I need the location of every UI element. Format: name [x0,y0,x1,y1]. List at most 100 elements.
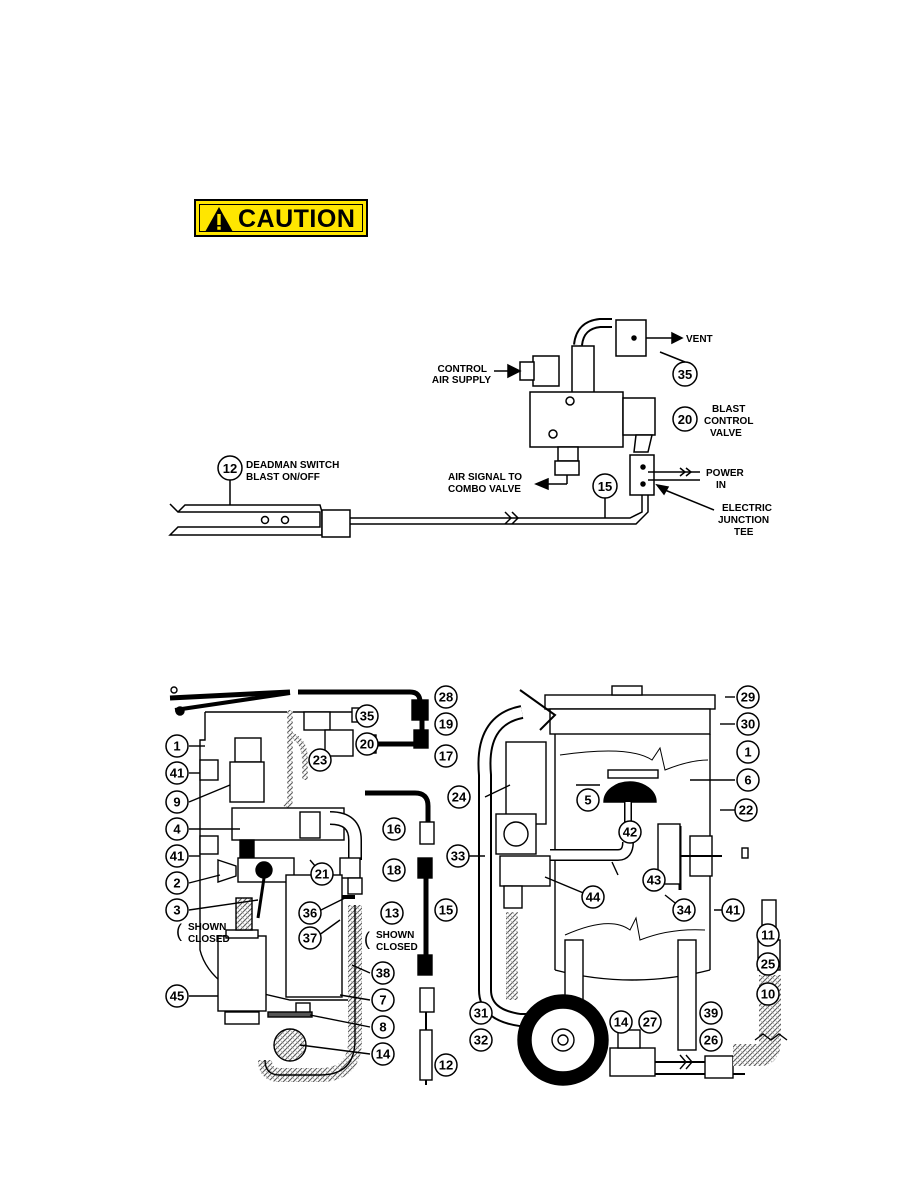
vent-label: VENT [686,334,713,345]
callout-number: 12 [439,1058,453,1073]
callout-number: 45 [170,989,184,1004]
callout-number: 22 [739,803,753,818]
callout-circle [446,844,470,868]
air-signal-label-2: COMBO VALVE [448,484,521,495]
callout-circle [736,712,760,736]
callout-number: 19 [439,717,453,732]
callout-circle [609,1010,633,1034]
callout-number: 15 [439,903,453,918]
shown-closed-label-1: SHOWN [188,922,226,933]
callout-circle [355,732,379,756]
callout-number: 14 [376,1047,391,1062]
callout-circle [382,817,406,841]
callout-circle [638,1010,662,1034]
callout-number: 17 [439,749,453,764]
blast-control-diagram: 35 20 12 15 VENT CONTROL AIR SUPPLY BLAS… [168,318,772,538]
blast-control-label-1: BLAST [712,404,745,415]
callout-group: 1419441234535202321133637387814281917161… [165,685,780,1077]
callout-number: 32 [474,1033,488,1048]
callout-number: 44 [586,890,601,905]
callout-circle [308,748,332,772]
deadman-label-2: BLAST ON/OFF [246,472,320,483]
callout-number: 25 [761,957,775,972]
callout-circle [672,898,696,922]
air-signal-label-1: AIR SIGNAL TO [448,472,522,483]
callout-number: 23 [313,753,327,768]
callout-circle [380,901,404,925]
callout-circle [298,901,322,925]
callout-number: 20 [360,737,374,752]
callout-20: 20 [678,412,692,427]
callout-15: 15 [598,479,612,494]
callout-number: 41 [170,766,184,781]
callout-circle [382,858,406,882]
callout-number: 5 [584,793,591,808]
callout-number: 14 [614,1015,629,1030]
callout-number: 18 [387,863,401,878]
paren-open: ( [176,921,182,941]
callout-number: 11 [761,928,775,943]
blast-control-label-3: VALVE [710,428,742,439]
callout-number: 41 [726,903,740,918]
callout-circle [310,862,334,886]
callout-number: 29 [741,690,755,705]
callout-circle [736,768,760,792]
callout-circle [165,984,189,1008]
blast-control-label-2: CONTROL [704,416,753,427]
callout-circle [371,961,395,985]
callout-number: 27 [643,1015,657,1030]
callout-circle [756,952,780,976]
callout-number: 31 [474,1006,488,1021]
callout-12: 12 [223,461,237,476]
callout-circle [165,761,189,785]
callout-circle [371,1042,395,1066]
caution-sign-border [199,204,363,232]
callout-circle [736,740,760,764]
callout-number: 1 [173,739,180,754]
callout-number: 38 [376,966,390,981]
shown-closed-label-4: CLOSED [376,942,418,953]
paren-open-2: ( [364,929,370,949]
callout-circle [699,1001,723,1025]
callout-number: 35 [360,709,374,724]
callout-circle [434,712,458,736]
callout-number: 37 [303,931,317,946]
callout-number: 24 [452,790,467,805]
callout-number: 21 [315,867,329,882]
junction-label-3: TEE [734,527,754,538]
warning-triangle-icon [205,207,233,232]
junction-label-2: JUNCTION [718,515,769,526]
callout-circle [734,798,758,822]
callout-circle [469,1028,493,1052]
control-air-label-2: AIR SUPPLY [432,375,491,386]
callout-number: 39 [704,1006,718,1021]
callout-number: 4 [173,822,181,837]
callout-number: 16 [387,822,401,837]
caution-sign: CAUTION [194,199,368,237]
callout-circle [576,788,600,812]
callout-number: 26 [704,1033,718,1048]
callout-circle [434,898,458,922]
callout-circle [298,926,322,950]
junction-label-1: ELECTRIC [722,503,772,514]
control-air-label-1: CONTROL [438,364,487,375]
callout-35: 35 [678,367,692,382]
callout-circle [699,1028,723,1052]
callout-number: 43 [647,873,661,888]
blast-machine-assembly-diagram: 1419441234535202321133637387814281917161… [165,685,788,1086]
callout-circle [736,685,760,709]
callout-number: 1 [744,745,751,760]
callout-circle [165,817,189,841]
callout-number: 8 [379,1020,386,1035]
callout-circle [469,1001,493,1025]
callout-circle [165,898,189,922]
callout-circle [355,704,379,728]
callout-circle [721,898,745,922]
callout-number: 13 [385,906,399,921]
callout-number: 9 [173,795,180,810]
power-label-2: IN [716,480,726,491]
callout-circle [165,790,189,814]
callout-number: 10 [761,987,775,1002]
callout-circle [434,1053,458,1077]
callout-circle [434,744,458,768]
